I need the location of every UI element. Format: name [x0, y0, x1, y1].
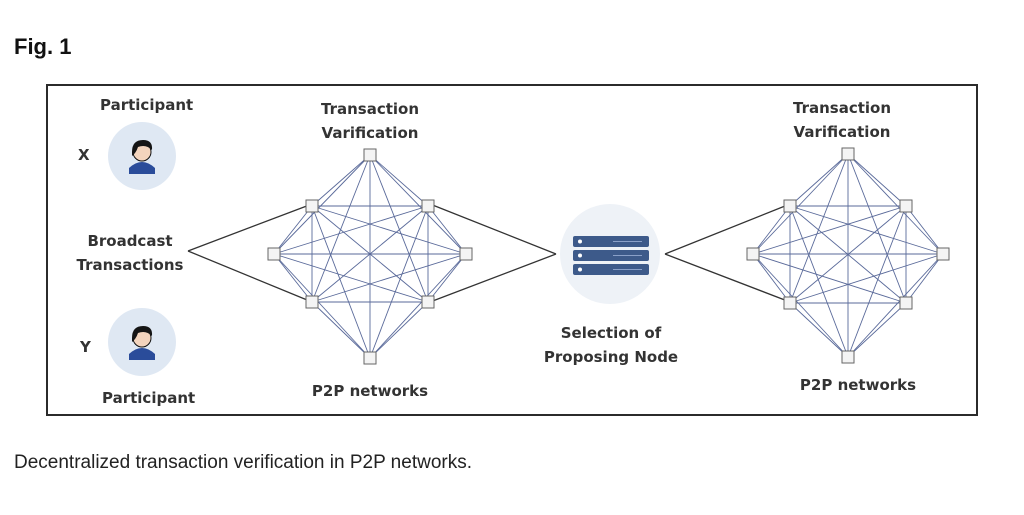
- mesh-link: [369, 253, 467, 359]
- mesh-link: [905, 253, 944, 304]
- network-node: [421, 295, 435, 309]
- mesh-link: [847, 253, 944, 358]
- network-node: [841, 147, 855, 161]
- network-node: [363, 351, 377, 365]
- figure-label: Fig. 1: [14, 34, 72, 59]
- network-node: [783, 199, 797, 213]
- mesh-link: [789, 253, 944, 304]
- mesh-link: [369, 154, 429, 303]
- mesh-link: [311, 301, 371, 359]
- diagram-frame: Participant X Broadcast Transactions Y P…: [46, 84, 978, 416]
- mesh-link: [427, 205, 467, 255]
- mesh-link: [369, 154, 429, 207]
- mesh-link: [311, 205, 467, 255]
- mesh-link: [427, 253, 467, 303]
- participant-y-label: Y: [79, 338, 92, 356]
- mesh-link: [847, 205, 907, 358]
- network-node: [363, 148, 377, 162]
- mesh-link: [369, 205, 429, 359]
- network-node: [459, 247, 473, 261]
- participant-y: [108, 308, 176, 376]
- participant-x-label: X: [78, 146, 90, 164]
- p2p-network-left: [267, 148, 473, 365]
- participant-x: [108, 122, 176, 190]
- mesh-link: [752, 253, 849, 358]
- proposer-connector-left: [429, 203, 557, 303]
- person-icon: [129, 140, 155, 174]
- mesh-link: [789, 302, 849, 358]
- mesh-link: [789, 153, 849, 304]
- mesh-link: [847, 153, 907, 207]
- mesh-link: [789, 205, 849, 358]
- network-node: [746, 247, 760, 261]
- proposer-connector-right: [664, 203, 791, 303]
- mesh-link: [273, 205, 429, 255]
- right-network-title-line2: Varification: [794, 123, 891, 141]
- mesh-link: [311, 205, 371, 359]
- participant-bottom-label: Participant: [102, 389, 195, 407]
- proposer-label-line1: Selection of: [561, 324, 662, 342]
- broadcast-label-line2: Transactions: [77, 256, 184, 274]
- mesh-link: [311, 154, 371, 207]
- proposer-label-line2: Proposing Node: [544, 348, 678, 366]
- left-network-bottom-label: P2P networks: [312, 382, 428, 400]
- network-node: [421, 199, 435, 213]
- left-network-title-line2: Varification: [322, 124, 419, 142]
- mesh-link: [847, 302, 907, 358]
- mesh-link: [311, 154, 371, 303]
- network-node: [899, 296, 913, 310]
- mesh-link: [273, 154, 371, 255]
- network-node: [305, 199, 319, 213]
- broadcast-label-line1: Broadcast: [87, 232, 172, 250]
- mesh-link: [311, 253, 467, 303]
- mesh-link: [752, 205, 907, 255]
- mesh-link: [752, 253, 791, 304]
- mesh-link: [847, 153, 944, 255]
- mesh-link: [273, 205, 313, 255]
- mesh-link: [789, 205, 944, 255]
- network-node: [841, 350, 855, 364]
- network-node: [936, 247, 950, 261]
- network-node: [267, 247, 281, 261]
- mesh-link: [789, 153, 849, 207]
- diagram-canvas: Participant X Broadcast Transactions Y P…: [77, 96, 950, 407]
- left-network-title-line1: Transaction: [321, 100, 419, 118]
- mesh-link: [847, 153, 907, 304]
- mesh-link: [273, 253, 429, 303]
- participant-top-label: Participant: [100, 96, 193, 114]
- right-network-bottom-label: P2P networks: [800, 376, 916, 394]
- mesh-link: [273, 253, 313, 303]
- person-icon: [129, 326, 155, 360]
- network-node: [305, 295, 319, 309]
- mesh-link: [752, 205, 791, 255]
- server-rack-icon: [573, 236, 649, 275]
- proposing-node: [560, 204, 660, 304]
- network-node: [783, 296, 797, 310]
- mesh-link: [752, 253, 907, 304]
- mesh-link: [905, 205, 944, 255]
- figure-caption: Decentralized transaction verification i…: [14, 452, 472, 473]
- right-network-title-line1: Transaction: [793, 99, 891, 117]
- mesh-link: [369, 154, 467, 255]
- network-node: [899, 199, 913, 213]
- p2p-network-right: [746, 147, 950, 364]
- broadcast-connector-left: [187, 203, 313, 303]
- mesh-link: [789, 205, 907, 304]
- mesh-link: [273, 253, 371, 359]
- mesh-link: [752, 153, 849, 255]
- mesh-link: [369, 301, 429, 359]
